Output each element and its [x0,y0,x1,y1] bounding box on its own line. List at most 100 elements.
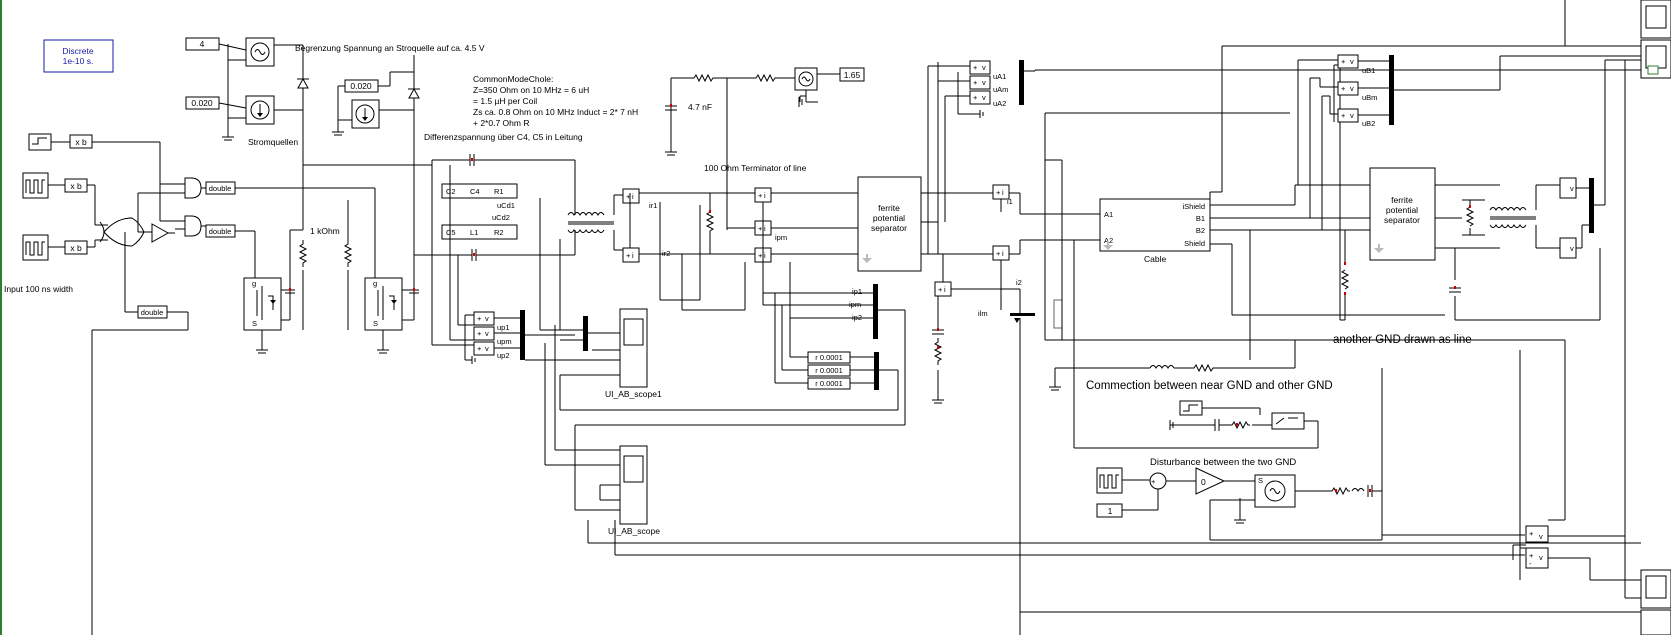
constant-block-0020b[interactable]: 0.020 [344,79,379,93]
gain-block-xb1[interactable]: x b [69,134,93,149]
data-type-conversion-1[interactable]: double [205,181,236,195]
current-meter-ilm[interactable]: + i [934,281,952,297]
capacitor-47nf[interactable] [665,104,677,111]
common-mode-choke-1[interactable] [567,212,614,233]
constant-block-165[interactable]: 1.65 [839,67,865,82]
constant-block-4[interactable]: 4 [185,37,220,51]
voltage-measure-ucd1[interactable]: C2 C4 R1 [441,183,518,199]
mux-bus-ua[interactable] [1019,60,1024,105]
controlled-voltage-source[interactable] [794,67,818,91]
scrollbar-gray[interactable] [1053,299,1063,329]
controlled-current-source-2[interactable] [245,95,275,125]
resistor-r4[interactable] [752,73,779,83]
resistor-1kohm-1[interactable] [298,240,308,267]
voltage-measure-ua[interactable]: + v + v + v [969,60,991,105]
voltage-measure-up[interactable]: + v + v + v [473,311,495,356]
inductor-gnd-link[interactable] [1149,365,1175,369]
data-type-conversion-3[interactable]: double [137,305,168,319]
capacitor-1[interactable] [285,288,295,294]
resistor-switch[interactable] [1230,420,1250,430]
controlled-current-source-1[interactable] [245,37,275,67]
capacitor-disturbance[interactable] [1367,485,1373,497]
pulse-generator-1[interactable] [22,172,49,199]
mux-bus-ucd[interactable] [583,316,588,351]
solver-line2: 1e-10 s. [63,56,94,66]
voltage-measure-end-2[interactable]: v [1559,237,1577,259]
capacitor-gnd[interactable] [932,328,944,335]
resistor-1kohm-2[interactable] [343,240,353,267]
xor-gate[interactable] [99,217,145,247]
resistor-cable-shield[interactable] [1340,262,1350,295]
differenz-note: Differenzspannung über C4, C5 in Leitung [424,132,583,142]
i1-i: i [1002,188,1004,197]
and-gate-2[interactable] [184,215,202,237]
resistor-ferrite2[interactable] [1465,205,1475,227]
controlled-voltage-source-2[interactable]: S [1254,474,1296,508]
scope-right-1[interactable] [1640,0,1671,39]
data-type-conversion-2[interactable]: double [205,224,236,238]
current-meter-i1[interactable]: + i [992,184,1010,200]
voltage-measure-bottom-1[interactable]: + v [1525,525,1549,543]
voltage-measure-bottom-2[interactable]: + v - [1525,547,1549,569]
input-width-label: Input 100 ns width [4,284,73,294]
scope-ui-ab-scope[interactable] [619,445,648,525]
controlled-current-source-3[interactable] [351,99,380,129]
ub2-v: v [1350,111,1354,120]
pulse-generator-3[interactable] [1096,467,1123,494]
mux-bus-ip[interactable] [873,284,878,339]
mux-bus-up[interactable] [520,310,525,360]
mux-bus-end[interactable] [1589,178,1594,233]
gain-block-0[interactable]: 0 [1195,467,1226,495]
cable-block[interactable]: A1 A2 iShield B1 B2 Shield [1099,198,1211,252]
mosfet-1[interactable]: g S [243,277,282,331]
not-gain[interactable] [151,223,170,243]
step-block[interactable] [28,133,52,151]
and-gate-1[interactable] [184,177,202,199]
zener-diode-1[interactable] [297,70,309,100]
mux-bus-ub[interactable] [1389,55,1394,125]
ferrite-separator-1[interactable]: ferrite potential separator [857,176,922,272]
bus-ilm[interactable] [1010,313,1035,316]
capacitor-c5[interactable] [414,249,575,261]
resistor-disturbance[interactable] [1330,486,1350,496]
constant-block-0020a[interactable]: 0.020 [185,96,220,110]
common-mode-choke-2[interactable] [1489,207,1536,228]
current-meter-ir1[interactable]: + i [622,188,640,204]
voltage-measure-end-1[interactable]: v [1559,177,1577,199]
resistor-r3[interactable] [690,73,717,83]
current-meter-i2[interactable]: + i [992,245,1010,261]
resistor-gnd-link[interactable] [1190,363,1217,373]
capacitor-switch[interactable] [1214,419,1220,431]
ideal-switch[interactable] [1271,412,1305,430]
current-meter-ir2[interactable]: + i [622,247,640,263]
pulse-generator-2[interactable] [22,234,49,261]
capacitor-2[interactable] [409,288,419,294]
inductor-disturbance[interactable] [1351,488,1365,492]
powergui-block[interactable]: Discrete 1e-10 s. [43,39,114,73]
ferrite-separator-2[interactable]: ferrite potential separator [1369,167,1436,261]
gain-r0001-2[interactable]: r 0.0001 [807,364,851,377]
gain-r0001-3[interactable]: r 0.0001 [807,377,851,390]
gain-r0001-1[interactable]: r 0.0001 [807,351,851,364]
resistor-gnd[interactable] [933,338,943,365]
scope-right-2[interactable] [1640,39,1671,79]
mux-bus-r[interactable] [874,352,879,390]
voltage-measure-ucd2[interactable]: C5 L1 R2 [441,224,518,240]
zener-diode-2[interactable] [408,55,420,120]
capacitor-ferrite2[interactable] [1449,286,1461,293]
step-block-2[interactable] [1179,400,1203,416]
mosfet-2[interactable]: g S [364,277,403,331]
scope-right-4[interactable] [1640,609,1671,635]
terminator-resistor[interactable] [705,210,715,232]
scope-ui-ab-scope1[interactable] [619,308,648,388]
r1-label: r 0.0001 [815,353,843,362]
disturbance-label: Disturbance between the two GND [1150,457,1296,468]
voltage-measure-ub[interactable]: + v + v + v [1337,54,1359,123]
gain-block-xb3[interactable]: x b [64,240,88,255]
constant-block-1[interactable]: 1 [1096,503,1123,518]
capacitor-c4[interactable] [432,154,575,166]
current-meter-ip1[interactable]: + i [754,187,772,203]
gain-block-xb2[interactable]: x b [64,178,88,193]
scope-right-3[interactable] [1640,569,1671,609]
